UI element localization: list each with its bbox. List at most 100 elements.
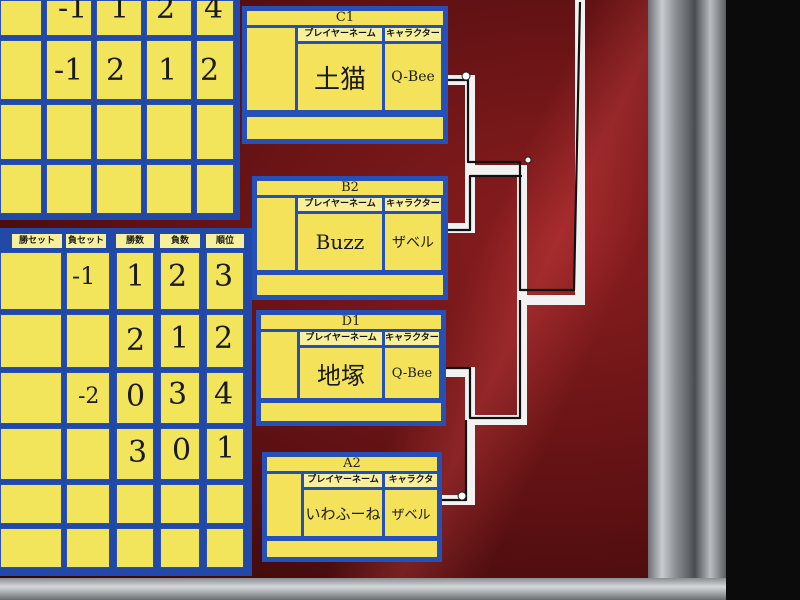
character-value: ザベル [385,214,441,270]
wins-value: 1 [126,259,146,294]
card-footer [267,541,437,557]
table-cell [46,40,92,100]
dark-wall [726,0,800,600]
seed-label: C1 [335,10,355,25]
table-cell [160,484,200,524]
table-cell [0,164,42,214]
character-value: Q-Bee [385,348,439,398]
player-name-value: いわふーね [304,490,382,536]
player-name-value: 地塚 [300,348,382,398]
neg-set-value: -2 [78,384,100,409]
table-cell [0,314,62,368]
header-wins: 勝数 [116,234,154,248]
wins-value: 1 [110,0,130,26]
seed-card-c1: C1 プレイヤーネーム キャラクター 土猫 Q-Bee [242,6,448,144]
table-cell [206,314,244,368]
table-cell [160,252,200,310]
case-frame-right [648,0,726,600]
wins-value: 0 [126,379,146,414]
seed-card-b2: B2 プレイヤーネーム キャラクター Buzz ザベル [252,176,448,300]
table-cell [116,528,154,568]
player-name-label: プレイヤーネーム [300,332,382,345]
table-cell [160,528,200,568]
losses-value: 2 [168,259,188,294]
table-cell [116,314,154,368]
seed-number-box [267,474,301,536]
rank-value: 4 [204,0,224,26]
table-cell [116,252,154,310]
seed-label: B2 [341,180,359,195]
losses-value: 1 [170,321,190,356]
player-name-value: 土猫 [298,44,382,110]
table-cell [96,164,142,214]
table-cell [206,484,244,524]
card-footer [247,117,443,139]
table-cell [66,372,110,424]
table-cell [66,528,110,568]
table-cell [116,484,154,524]
table-cell [196,104,234,160]
header-lose-sets: 負セット [66,234,106,248]
table-cell [0,104,42,160]
rank-value: 4 [214,377,234,412]
score-table-top: -1 1 2 4 -1 2 1 2 [0,0,240,220]
table-cell [66,428,110,480]
table-cell [46,104,92,160]
table-cell [0,528,62,568]
seed-label: A2 [343,456,361,471]
header-rank: 順位 [206,234,244,248]
card-footer [261,403,441,421]
table-cell [116,372,154,424]
pin [461,71,471,81]
table-cell [146,104,192,160]
header-losses: 負数 [160,234,200,248]
score-table-bottom: 勝セット 負セット 勝数 負数 順位 -1 1 2 3 2 1 2 -2 0 3… [0,228,252,576]
table-cell [116,428,154,480]
table-cell [0,0,42,36]
player-name-label: プレイヤーネーム [298,28,382,41]
table-cell [206,252,244,310]
player-name-value: Buzz [298,214,382,270]
table-cell [46,0,92,36]
character-value: Q-Bee [385,44,441,110]
card-footer [257,275,443,295]
losses-value: 0 [172,433,192,468]
table-cell [0,252,62,310]
table-cell [160,372,200,424]
wins-value: 3 [128,435,148,470]
character-label: キャラクター [385,332,439,345]
pin [524,156,532,164]
table-cell [66,484,110,524]
rank-value: 1 [216,431,236,466]
case-frame-bottom [0,578,726,600]
table-cell [0,40,42,100]
table-cell [66,252,110,310]
seed-label: D1 [341,314,361,329]
table-cell [196,164,234,214]
table-cell [160,314,200,368]
player-name-label: プレイヤーネーム [304,474,382,487]
pin [457,491,467,501]
rank-value: 3 [214,259,234,294]
table-cell [96,0,142,36]
wins-value: 2 [126,323,146,358]
seed-number-box [257,198,295,270]
table-cell [0,428,62,480]
table-cell [0,372,62,424]
losses-value: 2 [156,0,176,26]
seed-card-d1: D1 プレイヤーネーム キャラクター 地塚 Q-Bee [256,310,446,426]
table-cell [196,40,234,100]
table-cell [196,0,234,36]
table-cell [46,164,92,214]
table-cell [206,528,244,568]
table-cell [206,428,244,480]
character-label: キャラクター [385,28,441,41]
table-cell [206,372,244,424]
neg-set-value: -1 [72,262,96,290]
losses-value: 1 [158,53,178,88]
seed-card-a2: A2 プレイヤーネーム キャラクター いわふーね ザベル [262,452,442,562]
wins-value: 2 [106,53,126,88]
table-cell [96,40,142,100]
neg-set-value: -1 [58,0,88,26]
